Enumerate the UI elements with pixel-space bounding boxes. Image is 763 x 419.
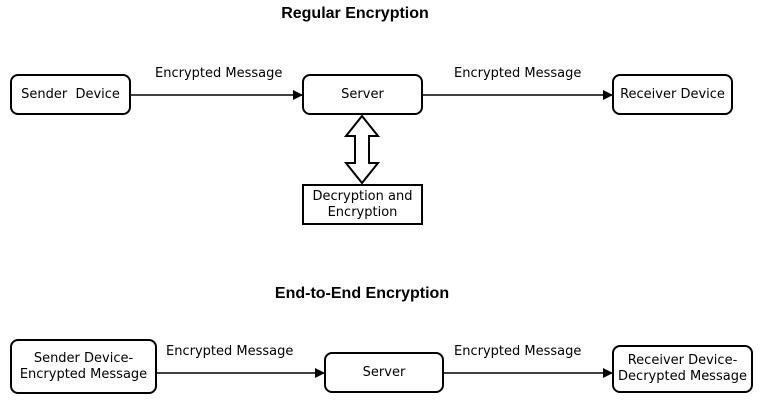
regular-encryption-title: Regular Encryption: [281, 5, 429, 22]
edge-label-server-receiver: Encrypted Message: [454, 66, 582, 81]
e2e-edge-label-sender-server: Encrypted Message: [166, 344, 294, 359]
server-node: Server: [302, 74, 423, 115]
decryption-encryption-node: Decryption and Encryption: [302, 184, 423, 225]
bidirectional-arrow: [343, 114, 381, 185]
edge-label-sender-server: Encrypted Message: [155, 66, 283, 81]
e2e-encryption-title: End-to-End Encryption: [274, 285, 450, 302]
sender-device-node: Sender Device: [10, 74, 131, 115]
receiver-device-node: Receiver Device: [612, 74, 733, 115]
e2e-receiver-node: Receiver Device-Decrypted Message: [612, 345, 753, 393]
e2e-sender-node: Sender Device-Encrypted Message: [10, 339, 157, 394]
e2e-server-node: Server: [324, 352, 444, 393]
e2e-edge-label-server-receiver: Encrypted Message: [454, 344, 582, 359]
